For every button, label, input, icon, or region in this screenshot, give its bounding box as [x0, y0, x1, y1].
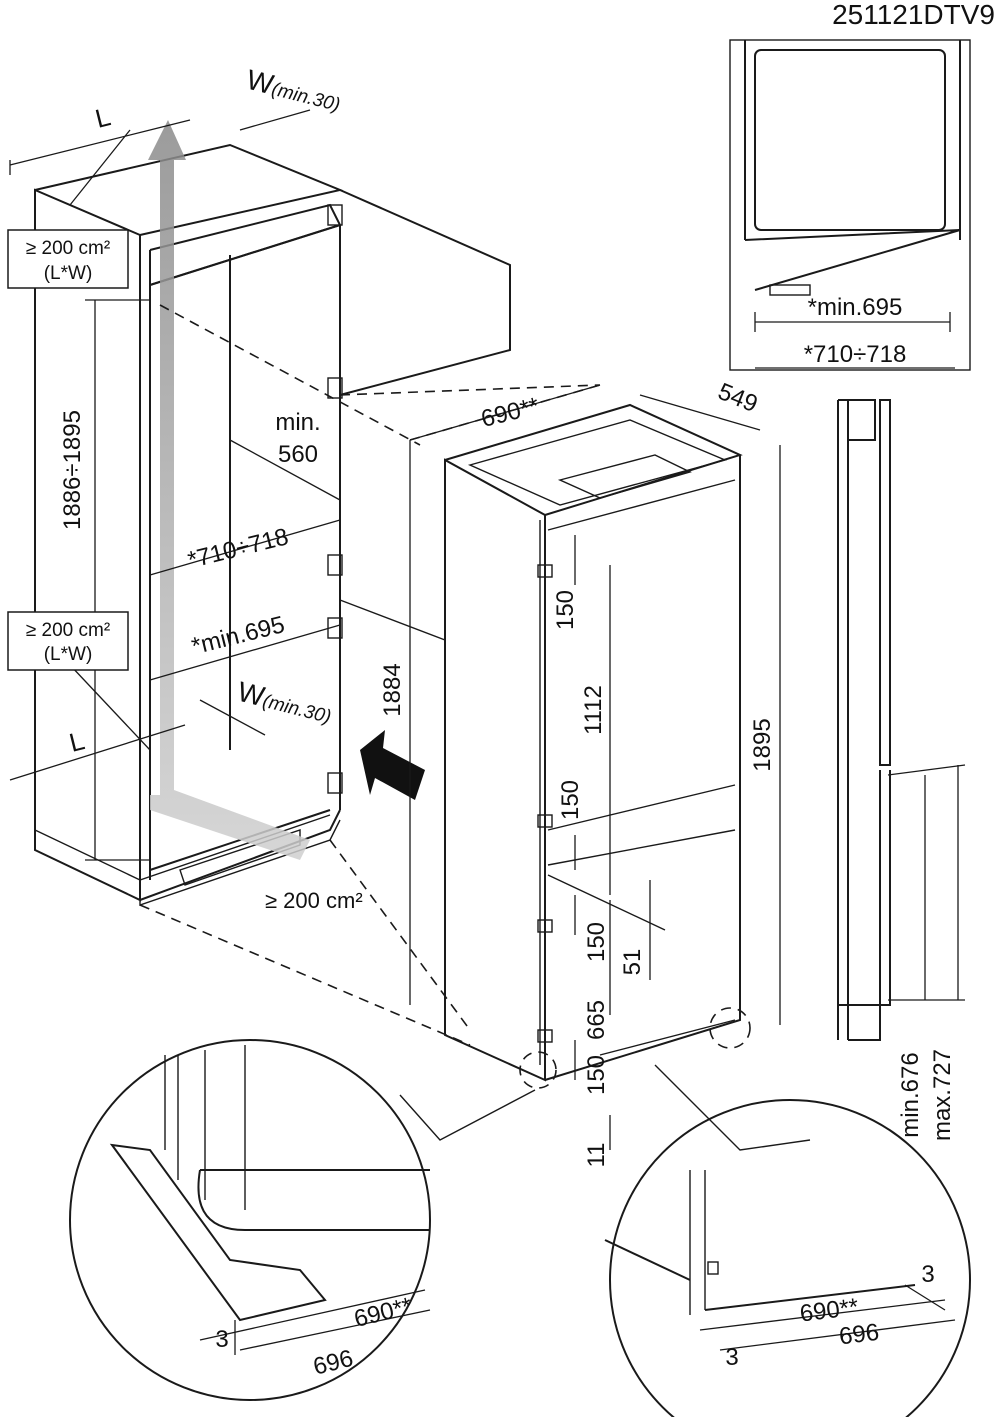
cabinet-vent-width-top: W(min.30) [244, 64, 345, 117]
vent-area-bottom: ≥ 200 cm² [265, 888, 363, 913]
cabinet-vent-width-bottom: W(min.30) [235, 676, 336, 729]
detail-left-depth: 690** [351, 1293, 415, 1333]
top-view-width-range: *710÷718 [804, 341, 907, 368]
detail-left-total: 696 [310, 1345, 355, 1381]
min-depth-line1: min. [275, 409, 320, 436]
detail-right-gap-bottom: 3 [725, 1344, 738, 1371]
door-gap: 51 [619, 949, 646, 976]
detail-left-gap: 3 [215, 1326, 228, 1353]
cabinet-length-bottom: L [66, 725, 87, 758]
side-min-height: min.676 [897, 1052, 924, 1137]
appliance-depth: 690** [478, 393, 542, 433]
side-max-height: max.727 [929, 1049, 956, 1141]
cabinet-drawing [9, 109, 511, 906]
niche-height: 1886÷1895 [59, 410, 86, 530]
detail-right-drawing [604, 1064, 971, 1417]
hinge-spacing-mid: 150 [557, 780, 584, 820]
cabinet-length-top: L [92, 101, 113, 134]
detail-right-gap-top: 3 [921, 1261, 934, 1288]
document-code: 251121DTV9 [832, 0, 995, 30]
vent-area-mid-formula: (L*W) [44, 644, 93, 665]
insertion-arrow-icon [360, 730, 425, 800]
base-gap: 11 [583, 1143, 610, 1168]
appliance-width: 549 [714, 378, 761, 418]
niche-width: *710÷718 [185, 523, 291, 574]
min-depth-line2: 560 [278, 441, 318, 468]
hinge-spacing-low: 150 [583, 922, 610, 962]
vent-area-top-formula: (L*W) [44, 263, 93, 284]
vent-area-mid-box [7, 611, 129, 671]
vent-area-top: ≥ 200 cm² [26, 238, 110, 259]
niche-min-width: *min.695 [189, 611, 287, 660]
top-view-drawing [729, 39, 971, 371]
top-view-min-width: *min.695 [808, 294, 903, 321]
hinge-spacing-top: 150 [552, 590, 579, 630]
lower-door-height: 665 [583, 1000, 610, 1040]
height-right: 1895 [749, 718, 776, 771]
vent-area-top-box [7, 229, 129, 289]
detail-right-total: 696 [838, 1319, 881, 1351]
hinge-spacing-bottom: 150 [583, 1055, 610, 1095]
appliance-drawing [409, 384, 781, 1150]
vent-area-mid: ≥ 200 cm² [26, 620, 110, 641]
upper-door-height: 1112 [580, 685, 607, 735]
overall-height: 1884 [379, 663, 406, 716]
airflow-arrow [148, 120, 310, 860]
detail-left-drawing [69, 1039, 536, 1401]
side-profile-drawing [837, 399, 966, 1041]
